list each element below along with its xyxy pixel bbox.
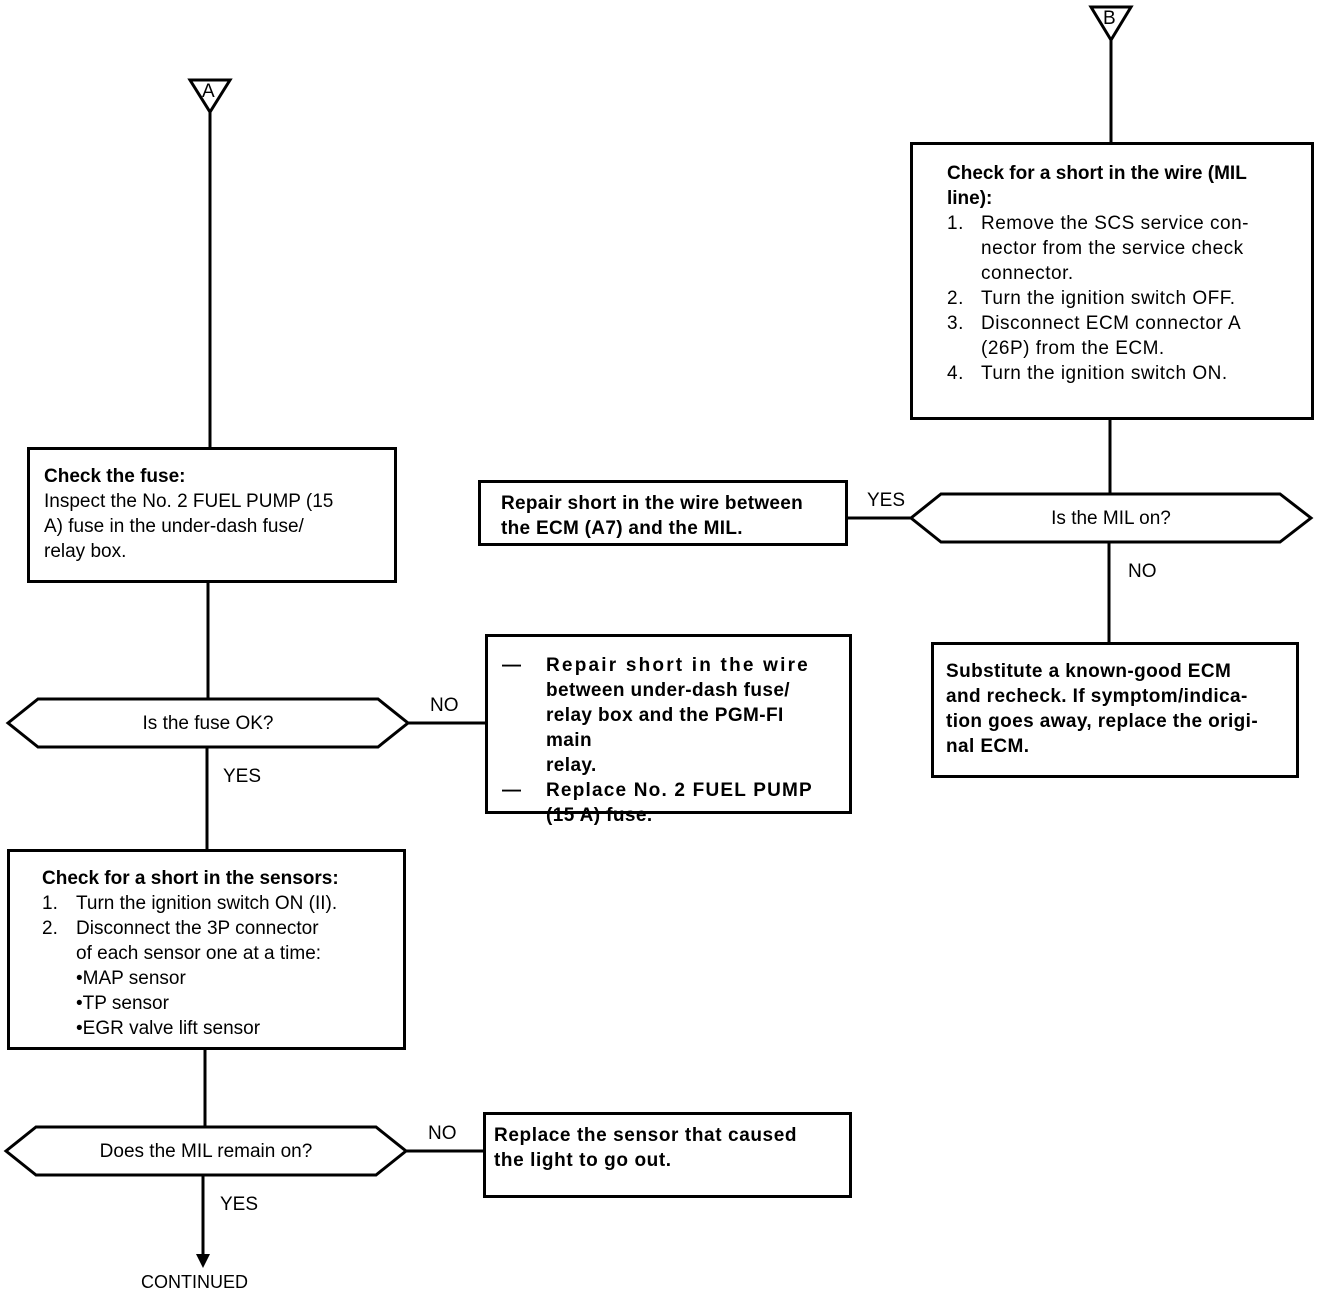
substitute-ecm-line: nal ECM. <box>946 736 1030 757</box>
step-number: 1. <box>947 213 964 234</box>
decision-mil-on-shape <box>908 492 1314 544</box>
substitute-ecm-box: Substitute a known-good ECM and recheck.… <box>931 642 1299 778</box>
replace-sensor-line: Replace the sensor that caused <box>494 1125 798 1146</box>
step-number: 4. <box>947 363 964 384</box>
sensor-item: MAP sensor <box>76 966 403 991</box>
repair-fuse-item: — Replace No. 2 FUEL PUMP (15 A) fuse. <box>502 778 829 828</box>
connector-b-label: B <box>1103 8 1116 29</box>
check-fuse-line: A) fuse in the under-dash fuse/ <box>44 516 304 537</box>
check-mil-line-title: Check for a short in the wire (MIL <box>947 163 1247 184</box>
replace-sensor-box: Replace the sensor that caused the light… <box>483 1112 852 1198</box>
repair-fuse-line: Replace No. 2 FUEL PUMP <box>546 780 813 801</box>
sensor-item: EGR valve lift sensor <box>76 1016 403 1041</box>
step-text: connector. <box>981 263 1074 284</box>
step-number: 2. <box>947 288 964 309</box>
decision-mil-on-no-label: NO <box>1128 561 1157 582</box>
check-sensors-title: Check for a short in the sensors: <box>42 868 339 889</box>
check-sensors-step: 2. Disconnect the 3P connector of each s… <box>42 916 403 966</box>
connector-a-triangle <box>187 78 233 115</box>
step-text: (26P) from the ECM. <box>981 338 1165 359</box>
check-sensors-box: Check for a short in the sensors: 1. Tur… <box>7 849 406 1050</box>
decision-fuse-question: Is the fuse OK? <box>142 713 274 734</box>
replace-sensor-line: the light to go out. <box>494 1150 672 1171</box>
substitute-ecm-line: and recheck. If symptom/indica- <box>946 686 1248 707</box>
repair-mil-wire-line: Repair short in the wire between <box>501 493 804 514</box>
sensor-item: TP sensor <box>76 991 403 1016</box>
repair-fuse-item: — Repair short in the wire between under… <box>502 653 829 778</box>
decision-fuse-no-label: NO <box>430 695 459 716</box>
decision-mil-remain-no-label: NO <box>428 1123 457 1144</box>
check-mil-line-title: line): <box>947 188 993 209</box>
substitute-ecm-line: Substitute a known-good ECM <box>946 661 1232 682</box>
decision-fuse-yes-label: YES <box>223 766 262 787</box>
decision-mil-on-yes-label: YES <box>867 490 906 511</box>
dash-glyph: — <box>502 655 522 676</box>
check-fuse-title: Check the fuse: <box>44 466 186 487</box>
dash-glyph: — <box>502 780 522 801</box>
step-text: Disconnect ECM connector A <box>981 313 1242 334</box>
check-mil-line-step: 2. Turn the ignition switch OFF. <box>947 286 1311 311</box>
check-mil-line-step: 3. Disconnect ECM connector A (26P) from… <box>947 311 1311 361</box>
repair-fuse-line: between under-dash fuse/ <box>546 680 790 701</box>
check-mil-line-step: 4. Turn the ignition switch ON. <box>947 361 1311 386</box>
step-text: Turn the ignition switch OFF. <box>981 288 1236 309</box>
check-fuse-box: Check the fuse: Inspect the No. 2 FUEL P… <box>27 447 397 583</box>
step-text: Turn the ignition switch ON. <box>981 363 1228 384</box>
step-text: of each sensor one at a time: <box>76 943 322 964</box>
connector-b-triangle <box>1088 5 1134 43</box>
repair-fuse-line: (15 A) fuse. <box>546 805 653 826</box>
check-mil-line-step: 1. Remove the SCS service con- nector fr… <box>947 211 1311 286</box>
decision-mil-on-question: Is the MIL on? <box>1051 508 1171 529</box>
check-mil-line-box: Check for a short in the wire (MIL line)… <box>910 142 1314 420</box>
step-number: 2. <box>42 918 58 939</box>
repair-fuse-box: — Repair short in the wire between under… <box>485 634 852 826</box>
repair-mil-wire-line: the ECM (A7) and the MIL. <box>501 518 743 539</box>
check-sensors-step: 1. Turn the ignition switch ON (II). <box>42 891 403 916</box>
step-text: Turn the ignition switch ON (II). <box>76 893 338 914</box>
check-fuse-line: Inspect the No. 2 FUEL PUMP (15 <box>44 491 334 512</box>
step-text: nector from the service check <box>981 238 1244 259</box>
connector-a-label: A <box>202 81 215 102</box>
step-number: 1. <box>42 893 58 914</box>
continued-label: CONTINUED <box>141 1272 248 1292</box>
step-number: 3. <box>947 313 964 334</box>
continued-arrowhead <box>196 1254 210 1268</box>
substitute-ecm-line: tion goes away, replace the origi- <box>946 711 1259 732</box>
repair-fuse-line: Repair short in the wire <box>546 655 810 676</box>
step-text: Remove the SCS service con- <box>981 213 1249 234</box>
decision-mil-remain-question: Does the MIL remain on? <box>99 1141 313 1162</box>
check-fuse-line: relay box. <box>44 541 127 562</box>
repair-fuse-line: relay box and the PGM-FI main <box>546 705 784 751</box>
decision-mil-remain-yes-label: YES <box>220 1194 259 1215</box>
repair-fuse-line: relay. <box>546 755 597 776</box>
repair-mil-wire-box: Repair short in the wire between the ECM… <box>478 480 848 546</box>
step-text: Disconnect the 3P connector <box>76 918 319 939</box>
